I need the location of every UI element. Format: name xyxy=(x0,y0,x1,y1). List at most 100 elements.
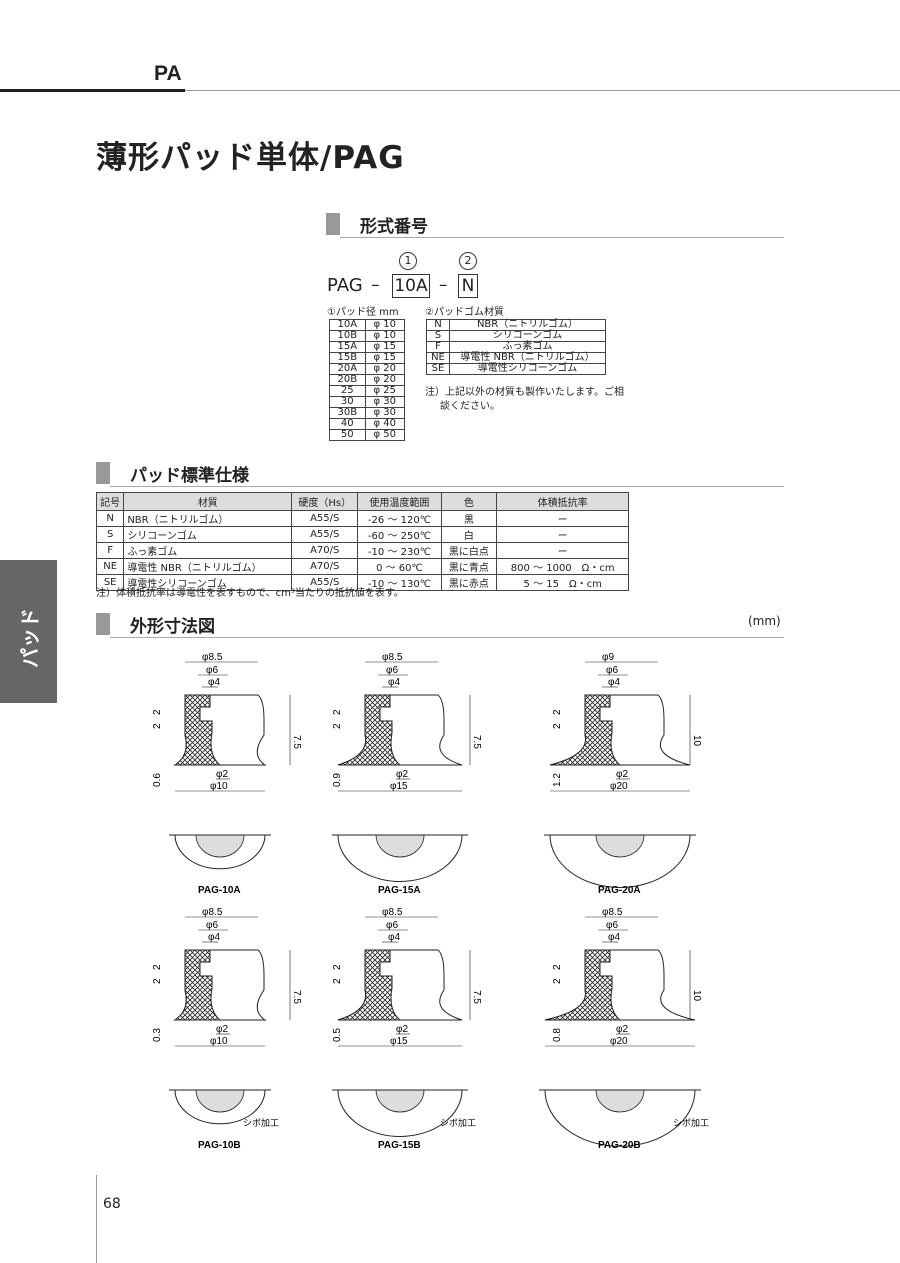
diameter-value: φ 30 xyxy=(364,396,406,408)
circle-number-1: 1 xyxy=(399,252,417,270)
pad-section-hatch xyxy=(173,694,222,766)
pad-outline xyxy=(549,694,691,766)
dim-inner: φ4 xyxy=(208,677,220,688)
diameter-code: 20A xyxy=(329,363,366,375)
bottom-view-outline xyxy=(337,1089,463,1137)
header-label: PA xyxy=(154,62,182,85)
pad-section-hatch xyxy=(337,949,402,1021)
table-cell: 800 ～ 1000 Ω・cm xyxy=(496,558,629,575)
dim-base: φ15 xyxy=(390,781,408,792)
dim-hole: φ2 xyxy=(396,1024,408,1035)
dim-lip: 0.5 xyxy=(332,1028,343,1042)
diameter-code: 15A xyxy=(329,341,366,353)
header-accent-bar xyxy=(0,89,185,92)
dim-mid: φ6 xyxy=(606,920,618,931)
dim-top: φ8.5 xyxy=(382,652,403,663)
material-code: N xyxy=(426,319,450,331)
pad-section-hatch xyxy=(549,694,622,766)
diameter-value: φ 40 xyxy=(364,418,406,430)
diameter-code: 30 xyxy=(329,396,366,408)
drawing-label: PAG-20B xyxy=(598,1140,641,1151)
model-prefix: PAG xyxy=(327,275,363,296)
dim-gap-2: 2 xyxy=(552,723,563,729)
table-cell: -60 ～ 250℃ xyxy=(357,526,442,543)
table-cell: 0 ～ 60℃ xyxy=(357,558,442,575)
section-title: 外形寸法図 xyxy=(130,617,215,637)
table-cell: F xyxy=(95,542,125,559)
dim-gap-1: 2 xyxy=(152,964,163,970)
model-dash-2: – xyxy=(439,275,448,295)
section-rule xyxy=(340,237,784,238)
diameter-code: 15B xyxy=(329,352,366,364)
table-cell: A70/S xyxy=(291,558,359,575)
dim-top: φ8.5 xyxy=(382,907,403,918)
bottom-view-outline xyxy=(337,834,463,882)
column-header: 記号 xyxy=(95,492,125,511)
table-cell: 黒 xyxy=(440,510,498,527)
table-cell: 黒に赤点 xyxy=(440,574,498,591)
model-section-heading: 形式番号 xyxy=(326,211,784,238)
material-code: NE xyxy=(426,352,450,364)
dim-inner: φ4 xyxy=(388,932,400,943)
dim-base: φ10 xyxy=(210,781,228,792)
table-cell: ー xyxy=(496,510,629,527)
table-cell: N xyxy=(95,510,125,527)
table-cell: A55/S xyxy=(291,510,359,527)
dim-gap-1: 2 xyxy=(332,709,343,715)
dim-height: 7.5 xyxy=(291,990,302,1004)
section-rule xyxy=(110,637,784,638)
dim-top: φ8.5 xyxy=(202,907,223,918)
diameter-value: φ 20 xyxy=(364,363,406,375)
table-cell: 白 xyxy=(440,526,498,543)
model-box-diameter: 10A xyxy=(392,274,430,298)
table-cell: A70/S xyxy=(291,542,359,559)
dim-base: φ15 xyxy=(390,1036,408,1047)
dim-gap-2: 2 xyxy=(332,723,343,729)
dim-hole: φ2 xyxy=(396,769,408,780)
pad-section-hatch xyxy=(173,949,222,1021)
material-name: NBR（ニトリルゴム） xyxy=(448,319,607,331)
column-header: 硬度（Hs） xyxy=(291,492,359,511)
table-cell: 黒に青点 xyxy=(440,558,498,575)
dim-gap-1: 2 xyxy=(152,709,163,715)
material-heading: ②パッドゴム材質 xyxy=(425,307,504,318)
dim-lip: 0.3 xyxy=(152,1028,163,1042)
bottom-view-center xyxy=(375,834,425,858)
dim-inner: φ4 xyxy=(608,677,620,688)
table-cell: 5 ～ 15 Ω・cm xyxy=(496,574,629,591)
page-margin-rule xyxy=(96,1175,97,1263)
dim-hole: φ2 xyxy=(216,769,228,780)
dim-lip: 0.8 xyxy=(552,1028,563,1042)
diameter-code: 25 xyxy=(329,385,366,397)
diameter-heading: ①パッド径 mm xyxy=(327,307,399,318)
diameter-value: φ 30 xyxy=(364,407,406,419)
dim-gap-2: 2 xyxy=(332,978,343,984)
table-cell: -26 ～ 120℃ xyxy=(357,510,442,527)
dim-lip: 0.6 xyxy=(152,773,163,787)
unit-label: (mm) xyxy=(748,614,781,628)
model-dash-1: – xyxy=(371,275,380,295)
dim-inner: φ4 xyxy=(208,932,220,943)
dim-gap-1: 2 xyxy=(332,964,343,970)
table-cell: 黒に白点 xyxy=(440,542,498,559)
dimension-section-heading: 外形寸法図 xyxy=(96,611,784,638)
dim-mid: φ6 xyxy=(206,665,218,676)
page-number: 68 xyxy=(103,1196,121,1212)
side-tab-label: パッド xyxy=(18,608,42,668)
dim-height: 10 xyxy=(691,990,702,1002)
dim-mid: φ6 xyxy=(386,665,398,676)
